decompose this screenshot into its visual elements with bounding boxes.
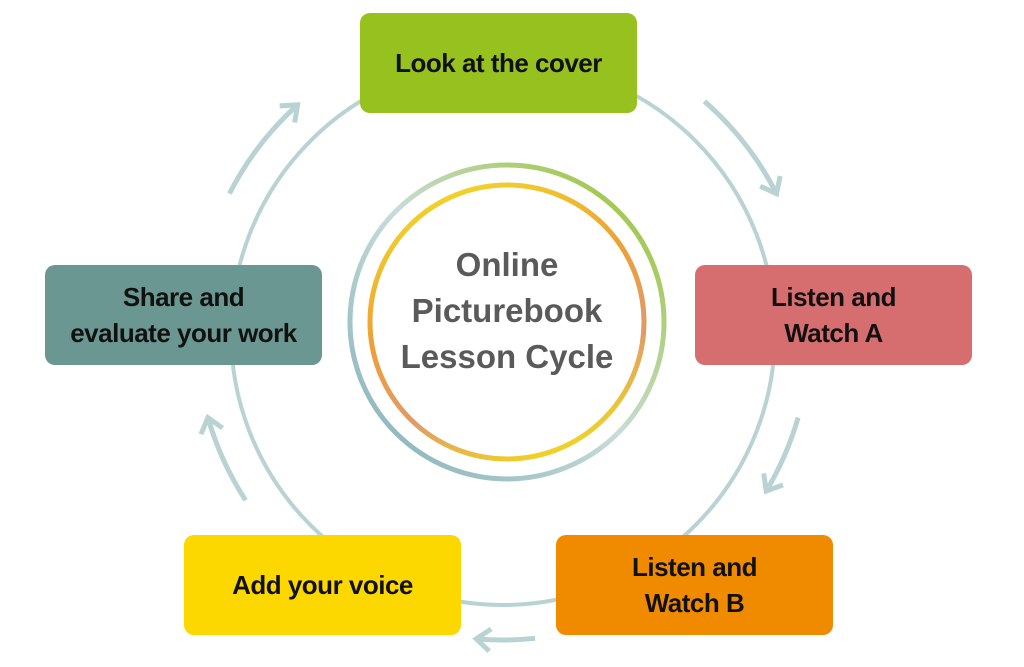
cycle-arrow (476, 635, 536, 643)
step-label: Watch A (784, 318, 883, 348)
step-label: Look at the cover (395, 48, 602, 78)
step-label: Add your voice (232, 570, 413, 600)
title-line: Online (455, 246, 559, 283)
cycle-arrow (205, 416, 248, 502)
arrowhead-icon (279, 102, 301, 123)
step-add-your-voice: Add your voice (184, 535, 461, 635)
step-label: Listen and (631, 552, 758, 582)
arrowhead-icon (761, 473, 784, 495)
arrowhead-icon (472, 626, 493, 654)
step-look-at-cover: Look at the cover (360, 13, 637, 113)
cycle-arrow (227, 102, 300, 195)
cycle-title: Online Picturebook Lesson Cycle (387, 242, 627, 380)
step-label: evaluate your work (70, 318, 297, 348)
arrowhead-icon (198, 413, 224, 436)
step-label: Share and (122, 282, 245, 312)
center-inner-ring (367, 182, 647, 462)
title-line: Lesson Cycle (400, 338, 614, 375)
arrowhead-icon (759, 175, 783, 198)
title-line: Picturebook (411, 292, 603, 329)
center-outer-ring (347, 162, 667, 482)
step-label: Listen and (770, 282, 897, 312)
step-label: Watch B (644, 588, 745, 618)
cycle-arrow (702, 99, 779, 195)
cycle-arrow (764, 416, 801, 493)
step-share-evaluate: Share and evaluate your work (45, 265, 322, 365)
